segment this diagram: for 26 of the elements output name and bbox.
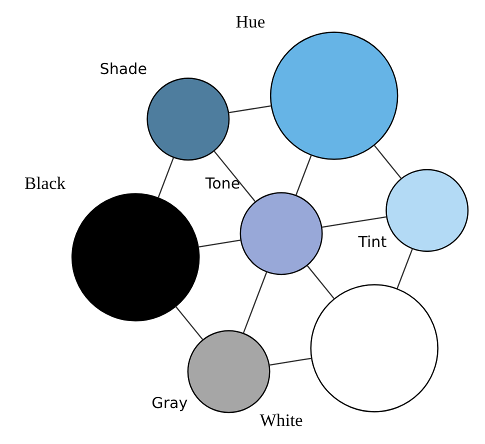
node-circle (146, 78, 230, 161)
node-label: Black (24, 172, 66, 193)
node-label: Hue (235, 12, 265, 32)
connector (212, 150, 256, 202)
node-label: Tint (358, 233, 386, 252)
node-circle (385, 168, 468, 252)
connector (396, 248, 413, 289)
node-circle (186, 330, 270, 414)
connector (228, 105, 271, 114)
node-circle (310, 284, 438, 412)
connector (321, 216, 386, 228)
node-circle (269, 32, 398, 160)
connector (242, 272, 267, 334)
node-label: Tone (204, 174, 240, 192)
connector (174, 306, 203, 340)
node-label: Shade (99, 60, 147, 78)
node-label: Gray (151, 394, 188, 412)
connector (294, 154, 312, 196)
node-circle (70, 193, 200, 322)
connector (373, 144, 402, 179)
node-label: White (259, 410, 302, 430)
node-circle (239, 192, 322, 276)
connector (157, 157, 174, 198)
connector (198, 240, 240, 248)
connector (268, 358, 311, 366)
connector (306, 265, 334, 299)
